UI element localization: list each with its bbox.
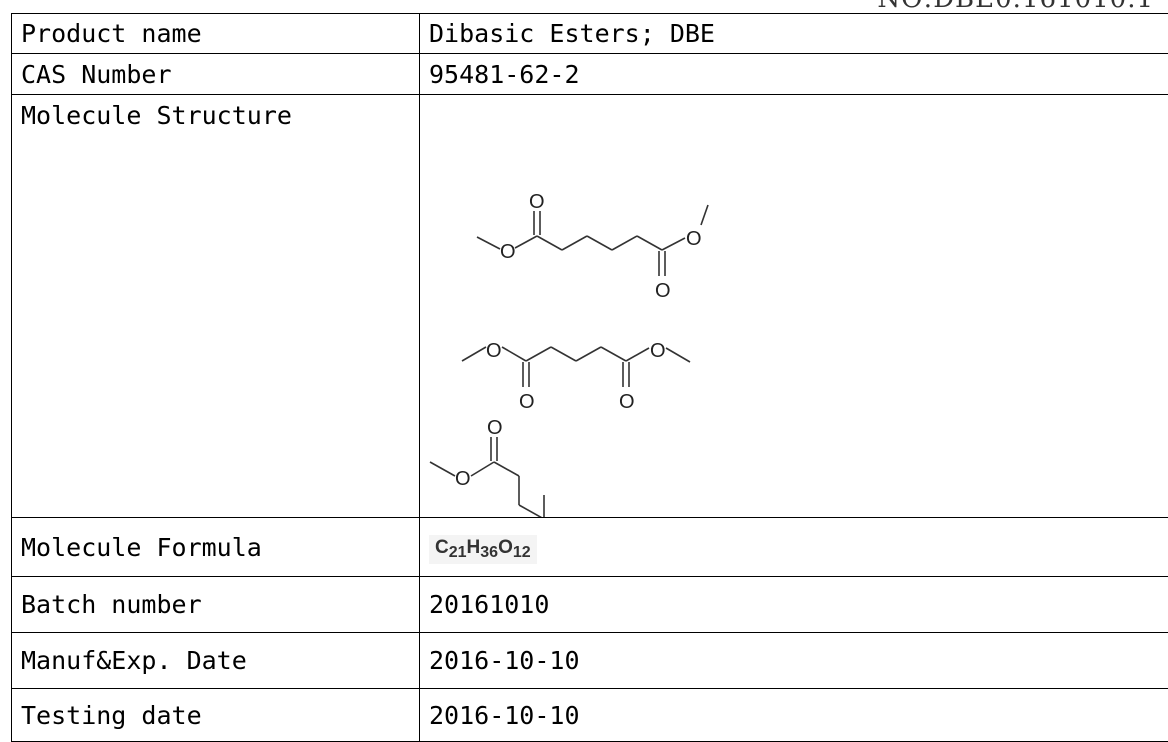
oxygen-atom: O bbox=[500, 241, 516, 263]
molecule-dimethyl-glutarate: O O O O bbox=[462, 340, 690, 413]
oxygen-atom: O bbox=[655, 280, 671, 302]
product-spec-table: Product name Dibasic Esters; DBE CAS Num… bbox=[11, 13, 1168, 742]
structure-svg-continued bbox=[420, 495, 1168, 518]
table-row: CAS Number 95481-62-2 bbox=[12, 54, 1168, 95]
molecule-dimethyl-succinate-continued bbox=[519, 495, 544, 518]
batch-number-value: 20161010 bbox=[420, 577, 1168, 633]
oxygen-atom: O bbox=[487, 417, 503, 439]
molecule-formula-label: Molecule Formula bbox=[12, 518, 420, 577]
molecule-dimethyl-adipate: O O O O bbox=[477, 191, 708, 302]
table-row: Manuf&Exp. Date 2016-10-10 bbox=[12, 633, 1168, 689]
oxygen-atom: O bbox=[650, 340, 666, 362]
oxygen-atom: O bbox=[486, 340, 502, 362]
oxygen-atom: O bbox=[619, 391, 635, 413]
formula-element: H bbox=[467, 537, 481, 558]
product-name-label: Product name bbox=[12, 14, 420, 54]
table-row: Testing date 2016-10-10 bbox=[12, 689, 1168, 742]
formula-count: 21 bbox=[449, 544, 467, 561]
cas-number-value: 95481-62-2 bbox=[420, 54, 1168, 95]
testing-date-label: Testing date bbox=[12, 689, 420, 742]
table-row: Molecule Formula C21H36O12 bbox=[12, 518, 1168, 577]
molecule-dimethyl-succinate: O O bbox=[430, 417, 519, 505]
testing-date-value: 2016-10-10 bbox=[420, 689, 1168, 742]
table-row: Molecule Structure bbox=[12, 95, 1168, 518]
molecule-structure-label-cell: Molecule Structure bbox=[12, 95, 420, 518]
formula-count: 36 bbox=[480, 544, 498, 561]
manuf-exp-date-label: Manuf&Exp. Date bbox=[12, 633, 420, 689]
table-row: Batch number 20161010 bbox=[12, 577, 1168, 633]
formula-count: 12 bbox=[513, 544, 531, 561]
molecule-structure-drawing: O O O O bbox=[420, 95, 1168, 515]
oxygen-atom: O bbox=[519, 391, 535, 413]
batch-number-label: Batch number bbox=[12, 577, 420, 633]
formula-element: O bbox=[498, 537, 513, 558]
product-name-value: Dibasic Esters; DBE bbox=[420, 14, 1168, 54]
molecule-formula-value: C21H36O12 bbox=[429, 535, 537, 564]
table-row: Product name Dibasic Esters; DBE bbox=[12, 14, 1168, 54]
formula-element: C bbox=[435, 537, 449, 558]
oxygen-atom: O bbox=[686, 228, 702, 250]
oxygen-atom: O bbox=[455, 468, 471, 490]
document-code: NO:DBE0.161010.1 bbox=[877, 0, 1154, 14]
oxygen-atom: O bbox=[529, 191, 545, 213]
structure-svg: O O O O bbox=[420, 95, 1168, 515]
manuf-exp-date-value: 2016-10-10 bbox=[420, 633, 1168, 689]
molecule-structure-label: Molecule Structure bbox=[21, 95, 419, 130]
molecule-structure-cell: O O O O bbox=[420, 95, 1168, 518]
molecule-formula-cell: C21H36O12 bbox=[420, 518, 1168, 577]
cas-number-label: CAS Number bbox=[12, 54, 420, 95]
